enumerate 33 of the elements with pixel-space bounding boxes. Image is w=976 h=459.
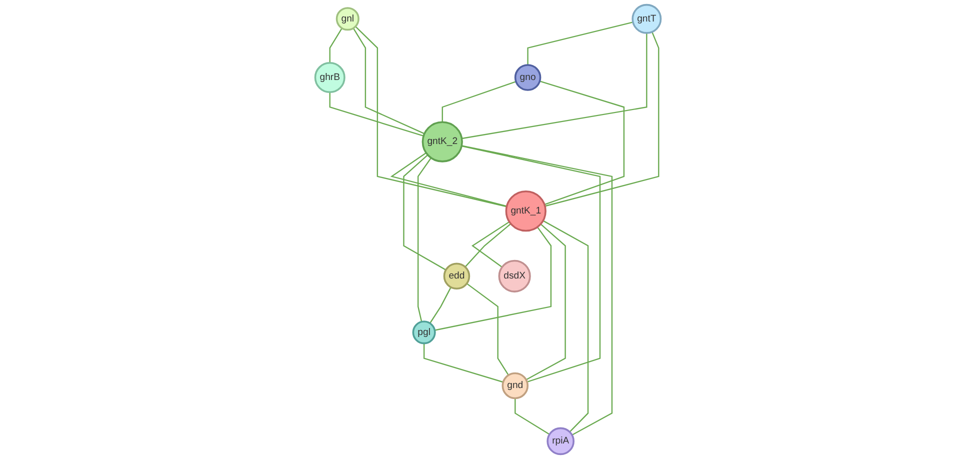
node-circle: ghrB — [314, 62, 346, 94]
connector — [390, 152, 507, 207]
node-circle: gntT — [632, 4, 662, 34]
connector — [544, 32, 660, 207]
connector — [352, 28, 425, 134]
connector — [329, 28, 342, 63]
node-circle: edd — [443, 262, 470, 290]
connector — [462, 145, 613, 436]
node-circle: gntK_1 — [505, 190, 546, 232]
node-circle: pgl — [412, 320, 436, 344]
connector — [417, 158, 432, 322]
connector — [461, 145, 601, 382]
connector — [403, 154, 446, 270]
node-circle: gnd — [502, 372, 529, 400]
node-circle: gno — [514, 64, 542, 91]
connector — [429, 286, 452, 324]
node-circle: gntK_2 — [422, 121, 463, 162]
connector — [434, 226, 552, 331]
connector — [442, 81, 516, 122]
connector — [329, 92, 424, 137]
connector — [527, 22, 634, 66]
connector — [462, 32, 648, 140]
node-circle: gnl — [336, 7, 360, 31]
node-circle: rpiA — [546, 427, 574, 456]
connector — [526, 224, 566, 380]
node-circle: dsdX — [498, 260, 531, 292]
connector — [542, 220, 589, 432]
connector — [423, 343, 504, 383]
connector — [466, 283, 509, 376]
connector — [355, 26, 507, 208]
connector — [464, 223, 512, 268]
connector — [514, 398, 550, 435]
connector — [540, 80, 625, 206]
